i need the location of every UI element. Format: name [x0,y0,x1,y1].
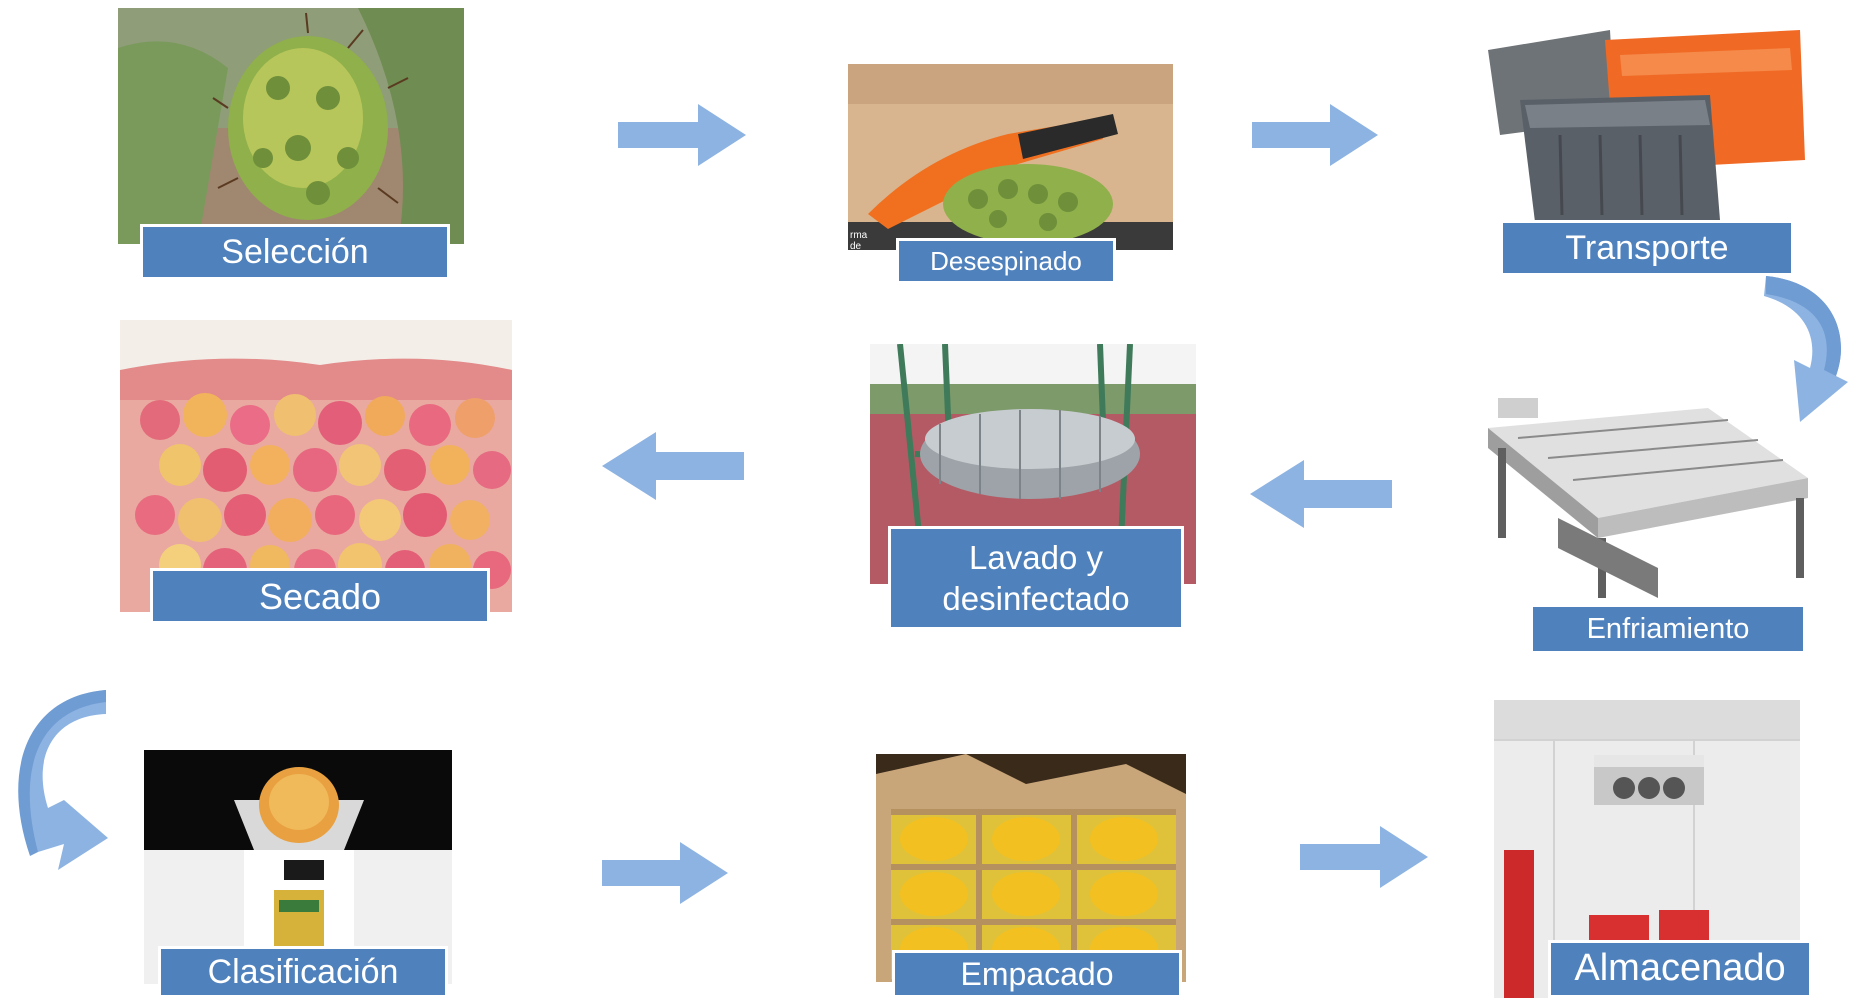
cooling-table-photo [1478,398,1818,604]
step-label: Transporte [1500,220,1794,276]
plastic-crates-photo [1480,10,1810,226]
dragon-fruit-on-cactus-photo [118,8,464,244]
fruit-box-photo [876,754,1186,982]
step-label: Desespinado [896,238,1116,284]
step-label: Lavado y desinfectado [888,526,1184,630]
step-label: Selección [140,224,450,280]
arrow-right-icon [1252,104,1378,166]
arrow-left-icon [1250,460,1392,528]
arrow-right-icon [1300,826,1428,888]
step-label: Clasificación [158,946,448,998]
curved-arrow-down-icon [8,688,108,872]
arrow-right-icon [618,104,746,166]
arrow-left-icon [602,432,744,500]
despining-tool-photo [848,64,1173,250]
photo-caption: rma de U [850,230,868,263]
step-label: Secado [150,568,490,624]
step-label: Empacado [892,950,1182,998]
curved-arrow-down-icon [1760,272,1854,440]
arrow-right-icon [602,842,728,904]
step-label: Enfriamiento [1530,604,1806,654]
step-label: Almacenado [1548,940,1812,998]
